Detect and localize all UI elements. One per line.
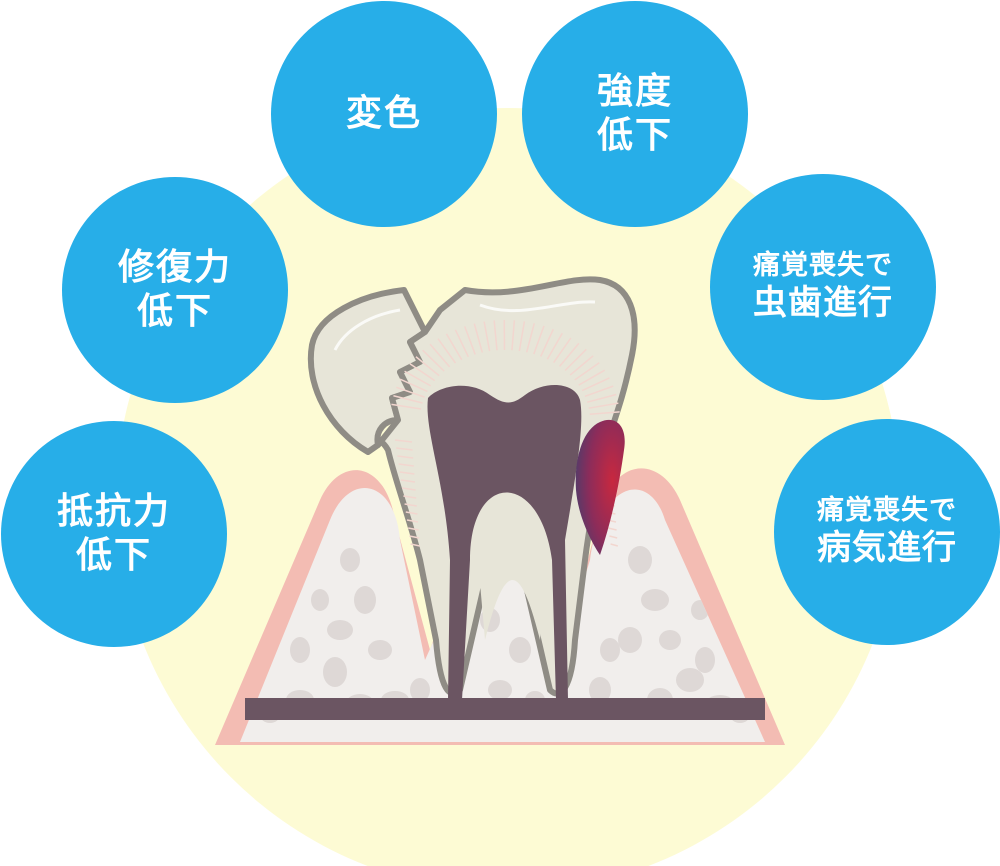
dentin-line — [493, 320, 498, 351]
dentin-line — [511, 320, 516, 351]
dentin-line — [540, 328, 554, 357]
bone-spot — [327, 620, 353, 640]
dentin-line — [574, 362, 600, 381]
dentin-line — [473, 323, 484, 353]
bone-spot — [368, 640, 392, 660]
dentin-line — [546, 332, 563, 360]
bubble-pain-disease-line1: 痛覚喪失で — [817, 494, 957, 526]
dentin-line — [445, 333, 463, 361]
bubble-repair-line1: 修復力 — [117, 247, 232, 289]
dentin-line — [404, 503, 417, 507]
bone-spot — [641, 589, 669, 611]
bubble-strength-line1: 強度 — [596, 71, 673, 113]
dentin-lines — [391, 319, 620, 547]
dentin-line — [399, 378, 428, 393]
dentin-line — [398, 463, 414, 467]
dentin-line — [483, 321, 491, 352]
dentin-line — [610, 543, 619, 547]
dentin-line — [397, 455, 414, 459]
bone-spot — [311, 589, 329, 611]
jaw-bar — [245, 698, 765, 720]
bone-spot — [589, 677, 611, 703]
dentin-line — [396, 447, 413, 451]
dentin-line — [569, 355, 594, 376]
dentin-line — [429, 343, 451, 368]
dentin-line — [402, 487, 416, 491]
bone-spot — [410, 678, 430, 702]
dentin-line — [518, 321, 526, 352]
dentin-line — [422, 349, 445, 372]
bone-spot — [354, 586, 376, 614]
dentin-line — [564, 348, 587, 372]
bone-spot — [628, 546, 652, 574]
dentin-line — [396, 386, 425, 398]
dentin-line — [533, 325, 545, 355]
dentin-line — [525, 323, 536, 353]
dentin-line — [587, 393, 617, 403]
bone-spot — [676, 668, 704, 692]
dentin-line — [400, 479, 416, 483]
dentin-line — [437, 338, 457, 364]
bone-spot — [600, 638, 620, 662]
dentin-line — [608, 527, 617, 531]
pulp — [427, 384, 582, 700]
bone-spot — [618, 627, 642, 653]
root-inner — [478, 515, 545, 640]
bubble-pain-disease-line2: 病気進行 — [817, 527, 957, 568]
dentin-line — [454, 329, 470, 358]
dentin-line — [581, 377, 610, 392]
dentin-line — [406, 519, 419, 523]
bubble-strength-line2: 低下 — [596, 115, 673, 156]
bubble-pain-loss-caries: 痛覚喪失で 虫歯進行 — [710, 174, 936, 400]
dentin-line — [409, 535, 420, 539]
dentin-line — [409, 363, 436, 382]
caries-lesion — [575, 419, 625, 555]
enamel-highlight — [479, 300, 596, 313]
dentin-line — [589, 411, 620, 416]
dentin-line — [391, 403, 422, 410]
bubble-pain-caries-line2: 虫歯進行 — [753, 282, 893, 323]
bubble-repair-line2: 低下 — [136, 291, 213, 332]
bubble-resistance-line2: 低下 — [75, 535, 152, 576]
bubble-discoloration-text: 変色 — [345, 93, 422, 135]
bubble-repair-decrease: 修復力 低下 — [62, 177, 288, 403]
bone-spot — [323, 657, 347, 687]
dentin-line — [405, 511, 418, 515]
bubble-resistance-decrease: 抵抗力 低下 — [1, 421, 227, 647]
bubble-pain-caries-line1: 痛覚喪失で — [753, 249, 893, 281]
bone-spot — [290, 637, 310, 663]
bone-spot — [659, 630, 681, 650]
dentin-line — [403, 495, 417, 499]
dentin-line — [588, 402, 619, 409]
dentin-line — [578, 369, 606, 386]
dentin-line — [415, 356, 440, 377]
dentin-line — [609, 535, 618, 539]
dentin-line — [394, 439, 413, 443]
dentin-line — [393, 395, 423, 404]
bubble-pain-loss-disease: 痛覚喪失で 病気進行 — [774, 419, 1000, 645]
dentin-line — [399, 471, 415, 475]
bubble-resistance-line1: 抵抗力 — [56, 491, 171, 533]
bone-spot — [488, 680, 512, 700]
dentin-line — [408, 527, 419, 531]
dentin-line — [584, 385, 614, 397]
dentin-line — [553, 337, 572, 364]
bubble-strength-decrease: 強度 低下 — [522, 1, 748, 227]
bone-spot — [509, 637, 531, 663]
dentin-line — [404, 370, 432, 387]
bubble-discoloration: 変色 — [271, 1, 497, 227]
fragment-highlight — [333, 308, 401, 351]
bone-spot — [340, 548, 360, 572]
dentin-line — [559, 342, 580, 367]
bone-spot — [695, 647, 715, 673]
dentin-line — [410, 543, 420, 547]
dentin-line — [463, 326, 476, 355]
